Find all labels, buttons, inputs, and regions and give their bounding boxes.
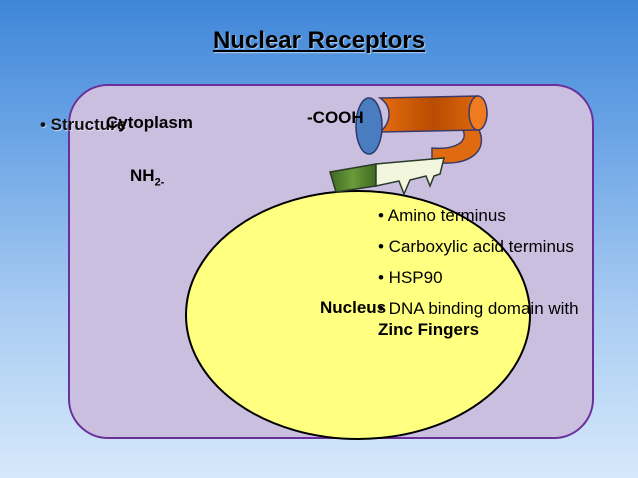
cooh-label: -COOH bbox=[307, 108, 364, 127]
bullet-item: • Carboxylic acid terminus bbox=[378, 237, 574, 256]
nh2-label: NH2- bbox=[130, 166, 164, 188]
zinc-fingers-term: Zinc Fingers bbox=[378, 320, 480, 339]
bullet-text: • DNA binding domain with bbox=[378, 299, 579, 318]
bullet-item: • DNA binding domain with Zinc Fingers bbox=[378, 298, 608, 340]
nucleus-ellipse bbox=[185, 190, 531, 440]
zinc-finger-domain bbox=[375, 157, 445, 196]
structure-bullet-list: • Amino terminus • Carboxylic acid termi… bbox=[378, 205, 608, 350]
ligand-binding-domain bbox=[377, 95, 488, 164]
nucleus-label: Nucleus bbox=[320, 298, 387, 317]
hsp90-oval bbox=[355, 97, 383, 155]
nh2-subscript: 2- bbox=[154, 176, 165, 189]
slide-title: Nuclear Receptors bbox=[212, 27, 426, 54]
structure-label: • Structure bbox=[40, 115, 127, 134]
cytoplasm-label: Cytoplasm bbox=[106, 113, 193, 132]
bullet-item: • HSP90 bbox=[378, 268, 443, 287]
bullet-item: • Amino terminus bbox=[378, 206, 506, 225]
amino-terminus-segment bbox=[329, 163, 377, 193]
nh2-base: NH bbox=[130, 166, 155, 185]
